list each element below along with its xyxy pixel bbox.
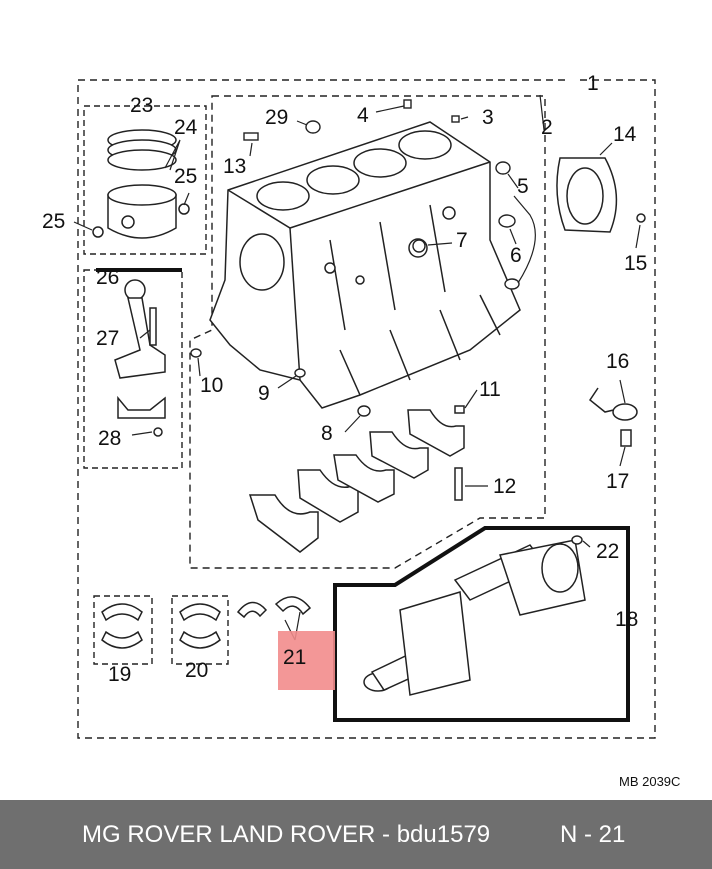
callout-13: 13 [223,155,246,178]
diagram-reference-code: MB 2039C [619,774,680,789]
crankshaft [363,535,586,696]
callout-1: 1 [587,72,599,95]
callout-26: 26 [96,266,119,289]
callout-28: 28 [98,427,121,450]
callout-11: 11 [479,378,501,401]
callout-24: 24 [174,116,198,139]
assembly-boundary [77,79,656,739]
highlight-part-21 [278,631,335,690]
footer-page-reference: N - 21 [560,821,626,848]
block-group-boundary [189,95,546,569]
callout-10: 10 [200,374,223,397]
rear-oil-seal-housing [556,157,646,233]
piston-assembly [92,129,190,239]
callout-18: 18 [615,608,638,631]
callout-25b: 25 [42,210,65,233]
callout-12: 12 [493,475,516,498]
callout-6: 6 [510,244,522,267]
bearing-set-20-boundary [171,595,229,665]
bearing-set-19-boundary [93,595,153,665]
callout-15: 15 [624,252,647,275]
callout-3: 3 [482,106,494,129]
leader-lines [73,94,641,641]
footer-part-title: MG ROVER LAND ROVER - bdu1579 [82,821,491,848]
callout-27: 27 [96,327,119,350]
callout-25a: 25 [174,165,197,188]
exploded-parts-diagram: 1 2 3 4 5 6 7 8 9 10 11 12 13 14 15 16 1… [42,72,680,789]
callout-2: 2 [541,116,553,139]
callout-20: 20 [185,659,208,682]
callout-5: 5 [517,175,529,198]
callout-7: 7 [456,229,468,252]
callout-9: 9 [258,382,270,405]
main-bearing-caps [248,405,465,553]
callout-14: 14 [613,123,637,146]
thrust-washers [236,596,312,619]
crankshaft-group-boundary [333,526,630,722]
callout-17: 17 [606,470,629,493]
callout-8: 8 [321,422,333,445]
callout-labels: 1 2 3 4 5 6 7 8 9 10 11 12 13 14 15 16 1… [42,72,680,789]
callout-22: 22 [596,540,619,563]
connecting-rod [114,279,166,437]
oil-jet [588,387,638,447]
cylinder-block [209,121,521,409]
footer-bar: MG ROVER LAND ROVER - bdu1579 N - 21 [0,800,712,869]
callout-23: 23 [130,94,153,117]
bearing-shells [101,603,221,649]
callout-16: 16 [606,350,629,373]
piston-group-boundary [83,105,207,255]
callout-4: 4 [357,104,369,127]
callout-19: 19 [108,663,131,686]
small-fasteners [190,99,520,417]
callout-29: 29 [265,106,288,129]
callout-21: 21 [283,646,306,669]
